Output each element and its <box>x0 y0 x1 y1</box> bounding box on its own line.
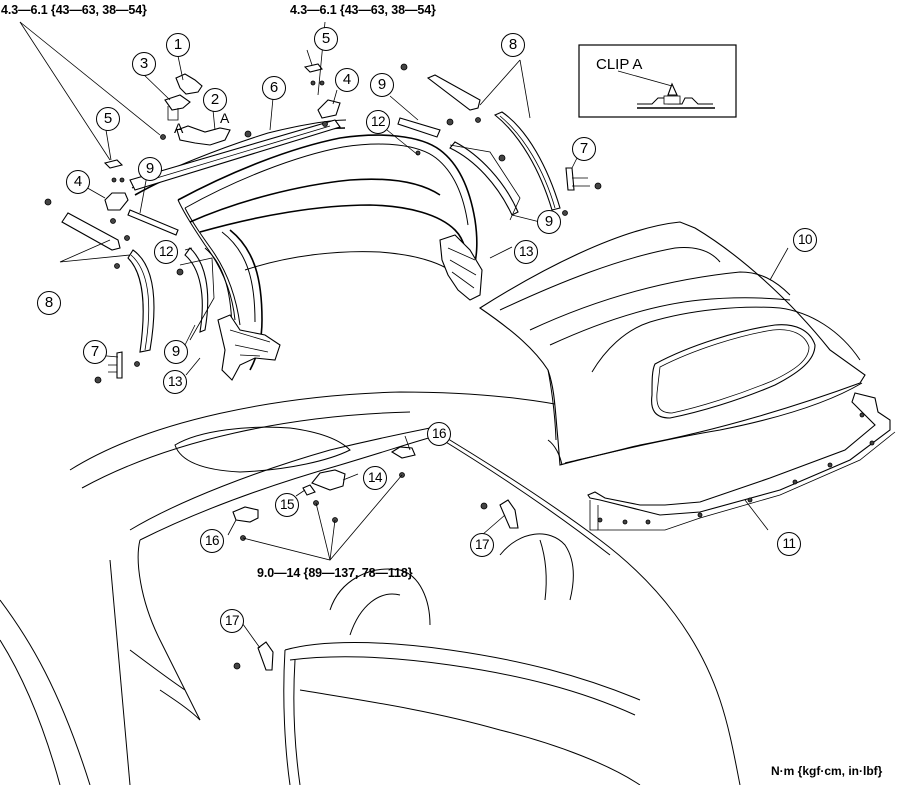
lower-brackets <box>232 446 519 671</box>
callout-7-right: 7 <box>572 137 596 161</box>
torque-spec-upper-center: 4.3—6.1 {43—63, 38—54} <box>290 3 436 17</box>
clip-a-detail <box>578 44 737 118</box>
callout-4-left: 4 <box>66 170 90 194</box>
callout-5-left: 5 <box>96 107 120 131</box>
callout-9-upper-left: 9 <box>138 157 162 181</box>
callout-8-right: 8 <box>501 33 525 57</box>
callout-17-right: 17 <box>470 533 494 557</box>
location-letter-a-left: A <box>174 120 184 136</box>
torque-spec-upper-left: 4.3—6.1 {43—63, 38—54} <box>1 3 147 17</box>
callout-13-right: 13 <box>514 240 538 264</box>
latch-parts-1-2-3 <box>160 73 252 146</box>
callout-13-left: 13 <box>163 370 187 394</box>
weatherstrips-left <box>44 198 215 384</box>
top-frame-assembly <box>131 119 483 381</box>
callout-3: 3 <box>132 52 156 76</box>
callout-10: 10 <box>793 228 817 252</box>
callout-5-right: 5 <box>314 27 338 51</box>
callout-15: 15 <box>275 493 299 517</box>
callout-14: 14 <box>363 466 387 490</box>
callout-7-left: 7 <box>83 340 107 364</box>
callout-2: 2 <box>203 88 227 112</box>
callout-12-left: 12 <box>154 240 178 264</box>
callout-12-right: 12 <box>366 110 390 134</box>
part-6-front-header <box>129 119 341 191</box>
part-10-soft-top <box>479 221 866 466</box>
leader-lines <box>19 21 789 649</box>
brackets-4-5 <box>103 63 341 224</box>
torque-spec-lower-center: 9.0—14 {89—137, 78—118} <box>257 566 413 580</box>
callout-4-right: 4 <box>335 68 359 92</box>
callout-16-right: 16 <box>427 422 451 446</box>
callout-1: 1 <box>166 33 190 57</box>
weatherstrips-right <box>397 63 602 221</box>
units-note: N·m {kgf·cm, in·lbf} <box>771 764 883 778</box>
car-body-outline <box>0 391 741 785</box>
callout-9-lower-right: 9 <box>537 210 561 234</box>
callout-9-lower-left: 9 <box>164 340 188 364</box>
callout-16-left: 16 <box>200 529 224 553</box>
part-11-rear-rail <box>587 392 896 531</box>
callout-8-left: 8 <box>37 291 61 315</box>
callout-11: 11 <box>777 532 801 556</box>
callout-9-upper-right: 9 <box>370 73 394 97</box>
callout-6: 6 <box>262 76 286 100</box>
clip-a-label: CLIP A <box>596 56 643 73</box>
callout-17-left: 17 <box>220 609 244 633</box>
location-letter-a-right: A <box>220 110 230 126</box>
